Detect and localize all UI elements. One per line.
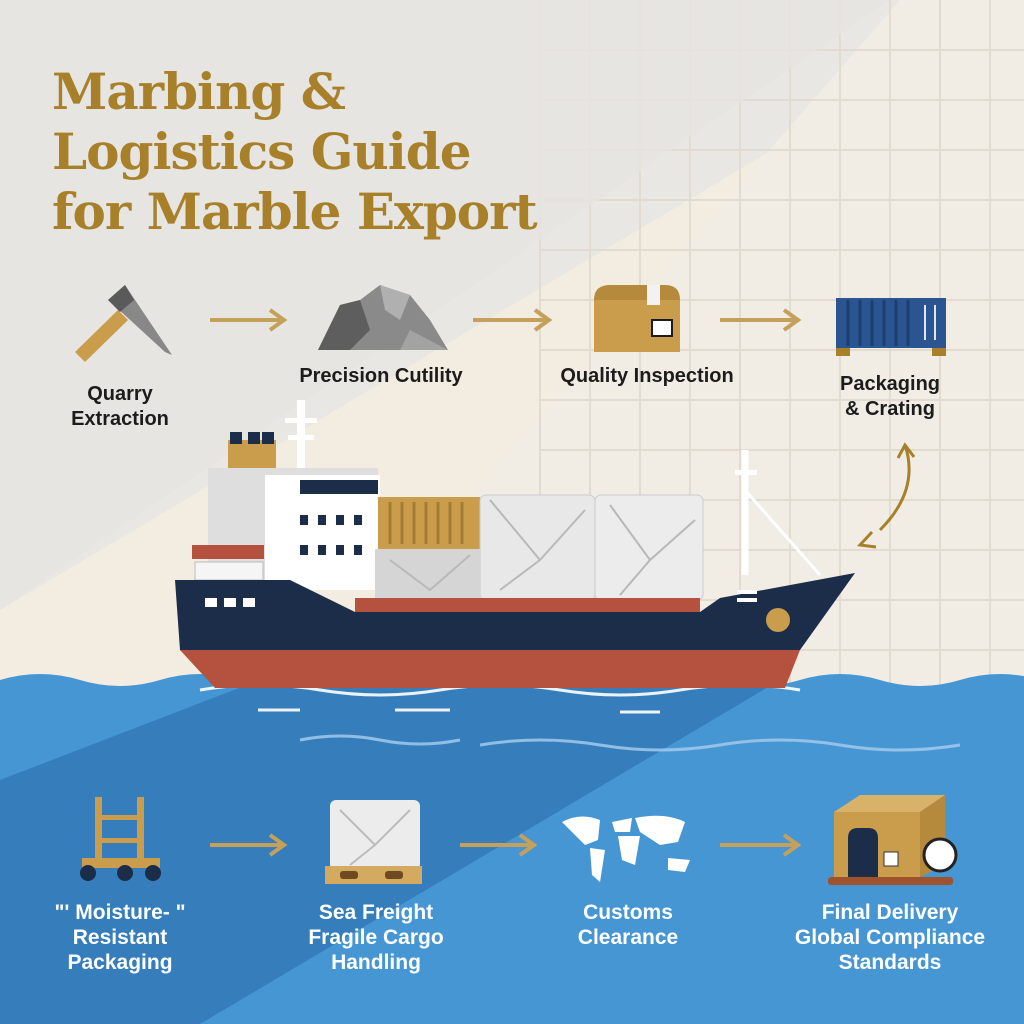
box-icon: [594, 285, 680, 352]
step-label-packaging-crating: Packaging & Crating: [840, 372, 940, 422]
step-label-customs-clearance: Customs Clearance: [578, 900, 678, 950]
step-label-precision-cutility: Precision Cutility: [299, 364, 462, 389]
label-line: Global Compliance: [794, 926, 986, 949]
cargo-ship-illustration: [175, 400, 916, 688]
step-label-sea-freight: Sea Freight Fragile Cargo Handling: [308, 900, 443, 975]
label-line: & Crating: [844, 398, 935, 420]
title-line-2: Logistics Guide: [52, 122, 472, 181]
label-line: "' Moisture- ": [54, 901, 186, 924]
page-title: Marbing & Logistics Guide for Marble Exp…: [52, 62, 538, 242]
label-line: Sea Freight: [318, 901, 434, 924]
step-label-final-delivery: Final Delivery Global Compliance Standar…: [795, 900, 985, 975]
label-line: Quarry: [87, 383, 153, 405]
label-line: Resistant: [72, 926, 168, 949]
label-line: Standards: [838, 951, 942, 974]
label-line: Packaging: [839, 373, 941, 395]
title-line-1: Marbing &: [52, 62, 346, 121]
label-line: Handling: [331, 951, 421, 974]
title-line-3: for Marble Export: [52, 182, 538, 241]
container-icon: [836, 298, 946, 356]
label-line: Extraction: [71, 408, 169, 430]
marble-crate-icon: [325, 800, 422, 884]
step-label-moisture-resistant-packaging: "' Moisture- " Resistant Packaging: [54, 900, 185, 975]
label-line: Customs: [583, 901, 673, 924]
hand-truck-icon: [80, 797, 161, 881]
curved-arrow-icon: [878, 444, 911, 532]
label-line: Fragile Cargo: [308, 926, 444, 949]
label-line: Quality Inspection: [560, 365, 734, 387]
label-line: Precision Cutility: [299, 365, 463, 387]
label-line: Packaging: [67, 951, 173, 974]
label-line: Final Delivery: [821, 901, 959, 924]
world-map-icon: [562, 815, 690, 882]
stone-icon: [318, 285, 448, 350]
warehouse-icon: [828, 795, 958, 885]
step-label-quarry-extraction: Quarry Extraction: [71, 382, 169, 432]
bottom-flow-arrows: [210, 833, 802, 857]
pickaxe-icon: [75, 285, 172, 362]
top-flow-arrows: [210, 308, 802, 332]
step-label-quality-inspection: Quality Inspection: [560, 364, 733, 389]
label-line: Clearance: [577, 926, 679, 949]
